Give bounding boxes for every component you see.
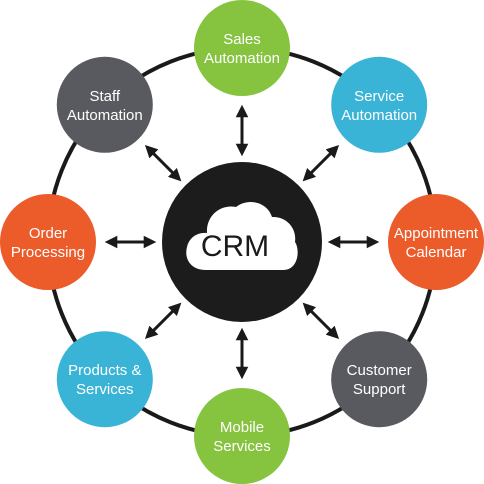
cloud-icon (186, 201, 298, 270)
arrow-service-automation (302, 144, 340, 182)
node-circle-appointment-calendar (388, 194, 484, 290)
node-circle-products-services (56, 331, 153, 428)
node-label-mobile-services-line-2: Services (213, 438, 271, 455)
node-label-service-automation-line-1: Service (354, 88, 404, 105)
node-products-services: Products & Services (56, 331, 153, 428)
arrow-staff-automation (144, 144, 182, 182)
node-label-customer-support-line-2: Support (353, 381, 406, 398)
node-label-sales-automation-line-2: Automation (204, 50, 280, 67)
node-circle-service-automation (331, 56, 428, 153)
arrow-products-services (144, 302, 182, 340)
node-label-order-processing-line-2: Processing (11, 244, 85, 261)
node-label-sales-automation-line-1: Sales (223, 31, 261, 48)
node-label-products-services-line-2: Services (76, 381, 134, 398)
node-circle-mobile-services (194, 388, 290, 484)
node-label-customer-support-line-1: Customer (347, 362, 412, 379)
node-label-staff-automation-line-2: Automation (67, 107, 143, 124)
node-label-order-processing-line-1: Order (29, 225, 67, 242)
node-label-appointment-calendar-line-2: Calendar (406, 244, 467, 261)
node-label-service-automation-line-2: Automation (341, 107, 417, 124)
connector-arrows (104, 104, 380, 380)
node-circle-order-processing (0, 194, 96, 290)
node-label-staff-automation-line-1: Staff (90, 88, 121, 105)
center-label: CRM (201, 230, 269, 263)
node-label-appointment-calendar-line-1: Appointment (394, 225, 479, 242)
arrow-customer-support (302, 302, 340, 340)
node-label-products-services-line-1: Products & (68, 362, 141, 379)
node-label-mobile-services-line-1: Mobile (220, 419, 264, 436)
node-circle-staff-automation (56, 56, 153, 153)
node-circle-sales-automation (194, 0, 290, 96)
node-circle-customer-support (331, 331, 428, 428)
crm-center: CRM (162, 162, 322, 322)
